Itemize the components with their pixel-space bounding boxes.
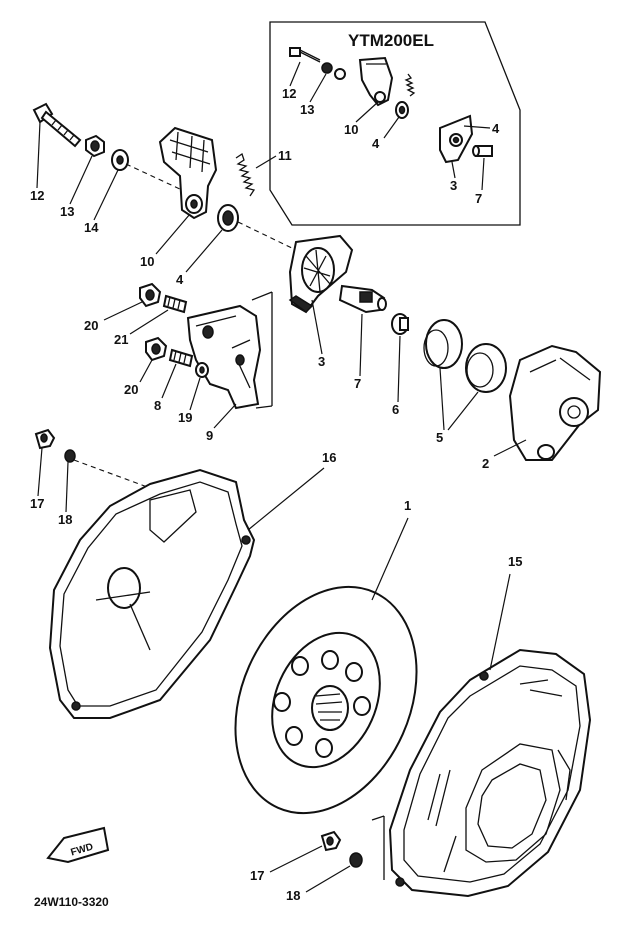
inset-callout-4a: 4 [372,136,380,151]
dust-cover [48,468,256,719]
callout-1: 1 [404,498,411,513]
callout-10: 10 [140,254,154,269]
brake-caliper [508,344,602,461]
pad-pin [391,313,409,335]
callout-20a: 20 [84,318,98,333]
adjuster-pin [338,284,387,314]
inset-callout-4b: 4 [492,121,500,136]
washer [111,149,129,171]
forward-direction-arrow: FWD [46,826,110,864]
callout-6: 6 [392,402,399,417]
oil-seal [217,204,239,232]
callout-21: 21 [114,332,128,347]
cover-bolt-upper [34,428,56,450]
alignment-line-2 [237,221,297,251]
callout-8: 8 [154,398,161,413]
alignment-line [125,163,183,191]
brake-disc [234,585,418,815]
inset-title: YTM200EL [348,31,434,50]
callout-11: 11 [278,148,292,163]
inset-callout-13: 13 [300,102,314,117]
cover-washer-upper [64,449,76,463]
nut-lower [145,336,168,362]
callout-9: 9 [206,428,213,443]
callout-2: 2 [482,456,489,471]
bolt [32,102,82,148]
return-spring [235,152,256,197]
brake-lever [158,126,218,220]
callout-17a: 17 [30,496,44,511]
stud-lower [168,348,194,368]
washer-lower [195,362,209,378]
nut [85,134,105,158]
callout-18b: 18 [286,888,300,903]
nut-upper [139,282,162,308]
callout-13: 13 [60,204,74,219]
inset-border [269,21,521,226]
callout-12: 12 [30,188,44,203]
callout-5: 5 [436,430,443,445]
brake-pad-inner [423,319,463,369]
stud-upper [162,294,188,314]
alignment-line-3 [73,459,151,489]
backing-plate [388,648,592,898]
inset-lever [358,56,394,107]
inset-bolt [289,47,321,63]
inset-callout-3: 3 [450,178,457,193]
caliper-bracket [186,304,262,410]
inset-cam-plate [439,114,474,164]
inset-panel: YTM200EL [269,21,521,226]
inset-callout-7: 7 [475,191,482,206]
callout-15: 15 [508,554,522,569]
brake-pad-outer [465,343,507,393]
inset-callout-12: 12 [282,86,296,101]
plate-bolt-lower [320,830,342,852]
inset-pin [472,145,493,157]
callout-17b: 17 [250,868,264,883]
callout-20b: 20 [124,382,138,397]
plate-ref-line [371,815,385,821]
callout-4: 4 [176,272,184,287]
callout-19: 19 [178,410,192,425]
inset-seal [395,101,409,119]
callout-16: 16 [322,450,336,465]
bracket-ref-line-3 [255,405,273,409]
plate-washer-lower [349,852,363,868]
inset-washer-2 [334,68,346,80]
inset-callout-10: 10 [344,122,358,137]
inset-washer [321,62,333,74]
callout-14: 14 [84,220,99,235]
diagram-part-code: 24W110-3320 [34,895,109,909]
callout-7: 7 [354,376,361,391]
callout-18a: 18 [58,512,72,527]
callout-3: 3 [318,354,325,369]
inset-spring [404,73,416,97]
cam-housing [288,234,354,314]
bracket-ref-line [251,291,273,301]
